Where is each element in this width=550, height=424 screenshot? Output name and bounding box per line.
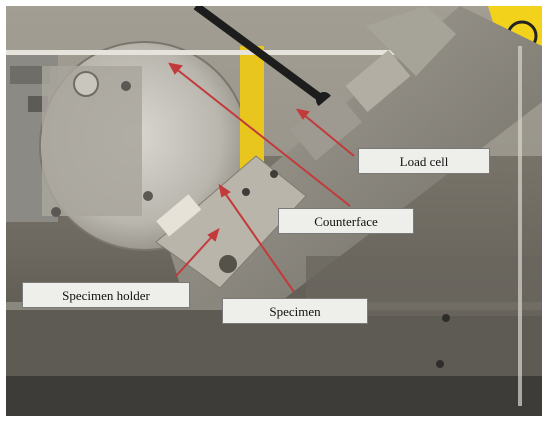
holder-bolt xyxy=(219,255,237,273)
chuck-bolt-small xyxy=(51,207,61,217)
label-specimen-holder: Specimen holder xyxy=(22,282,190,308)
arm-top-block xyxy=(366,6,456,76)
chuck-bolt-small xyxy=(121,81,131,91)
apparatus-illustration xyxy=(6,6,542,416)
arrow-head-counterface xyxy=(168,62,183,75)
chuck-bolt xyxy=(73,71,99,97)
holder-screw xyxy=(242,188,250,196)
arrow-head-specimen-holder xyxy=(207,227,220,242)
arrow-head-load-cell xyxy=(295,108,310,120)
motor-housing-detail xyxy=(10,66,50,84)
specimen-holder-block xyxy=(155,155,307,289)
apparatus-photo: Load cell Counterface Specimen holder Sp… xyxy=(6,6,542,416)
load-cell-body xyxy=(345,49,411,113)
chuck-bolt-small xyxy=(143,191,153,201)
arrow-counterface xyxy=(169,63,351,207)
specimen-strip xyxy=(156,194,202,237)
arrow-head-specimen xyxy=(218,183,231,198)
floor xyxy=(6,376,542,416)
base-screw xyxy=(442,314,450,322)
label-load-cell: Load cell xyxy=(358,148,490,174)
holder-screw xyxy=(270,170,278,178)
black-cable xyxy=(193,6,329,106)
annotation-arrows xyxy=(168,62,355,293)
label-counterface: Counterface xyxy=(278,208,414,234)
arrow-load-cell xyxy=(297,109,355,157)
yellow-strip xyxy=(240,46,264,176)
glass-enclosure-edge xyxy=(518,46,522,406)
label-specimen: Specimen xyxy=(222,298,368,324)
base-screw xyxy=(436,360,444,368)
load-cell-mount xyxy=(290,91,362,161)
arrow-specimen xyxy=(219,185,295,293)
glass-rod xyxy=(6,50,542,55)
